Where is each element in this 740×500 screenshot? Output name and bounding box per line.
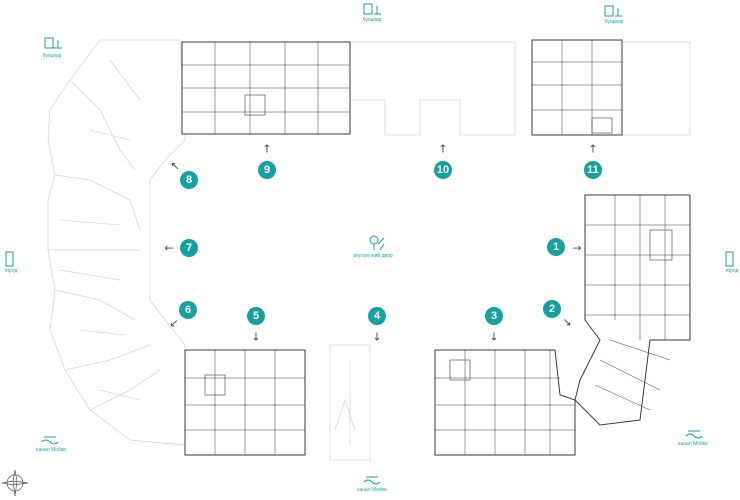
courtyard-label: внутренний двор: [353, 253, 393, 259]
boulevard-label-top: бульвар: [362, 17, 382, 23]
view-marker-3[interactable]: 3: [485, 307, 503, 325]
river-label-left: канал Мойки: [36, 447, 66, 453]
building-block-5: [184, 349, 306, 456]
view-arrow-5: ↓: [251, 330, 261, 344]
view-marker-1[interactable]: 1: [547, 238, 565, 256]
view-marker-7[interactable]: 7: [180, 239, 198, 257]
view-marker-11[interactable]: 11: [584, 161, 602, 179]
river-label-bottom: канал Мойки: [357, 487, 387, 493]
boulevard-label-right: бульвар: [604, 19, 624, 25]
view-marker-4[interactable]: 4: [368, 307, 386, 325]
view-arrow-7: ←: [164, 241, 174, 255]
city-label-left: город: [4, 268, 18, 274]
view-arrow-2: ↘: [562, 315, 572, 329]
view-marker-10[interactable]: 10: [434, 161, 452, 179]
building-block-11: [531, 39, 623, 136]
view-marker-5[interactable]: 5: [247, 307, 265, 325]
boulevard-label-left: бульвар: [42, 53, 62, 59]
river-wave-icon: [41, 430, 703, 485]
view-arrow-4: ↓: [372, 330, 382, 344]
view-arrow-10: ↑: [438, 142, 448, 156]
view-arrow-8: ↖: [170, 159, 180, 173]
view-marker-6[interactable]: 6: [179, 301, 197, 319]
building-block-3: [434, 349, 576, 456]
boulevard-icon: [44, 3, 622, 49]
view-marker-8[interactable]: 8: [180, 171, 198, 189]
river-label-right: канал Мойки: [678, 441, 708, 447]
view-arrow-3: ↓: [489, 330, 499, 344]
view-arrow-1: →: [572, 241, 582, 255]
view-marker-2[interactable]: 2: [543, 300, 561, 318]
view-arrow-6: ↙: [169, 316, 179, 330]
city-label-right: город: [725, 268, 739, 274]
view-arrow-11: ↑: [588, 142, 598, 156]
courtyard-tree-icon: [369, 235, 385, 251]
compass-rose-icon: [1, 469, 29, 497]
view-arrow-9: ↑: [262, 142, 272, 156]
building-block-1-2: [574, 194, 691, 426]
city-building-icon: [5, 251, 734, 267]
surrounding-buildings: [47, 39, 691, 461]
building-block-9: [181, 41, 351, 135]
view-marker-9[interactable]: 9: [258, 161, 276, 179]
